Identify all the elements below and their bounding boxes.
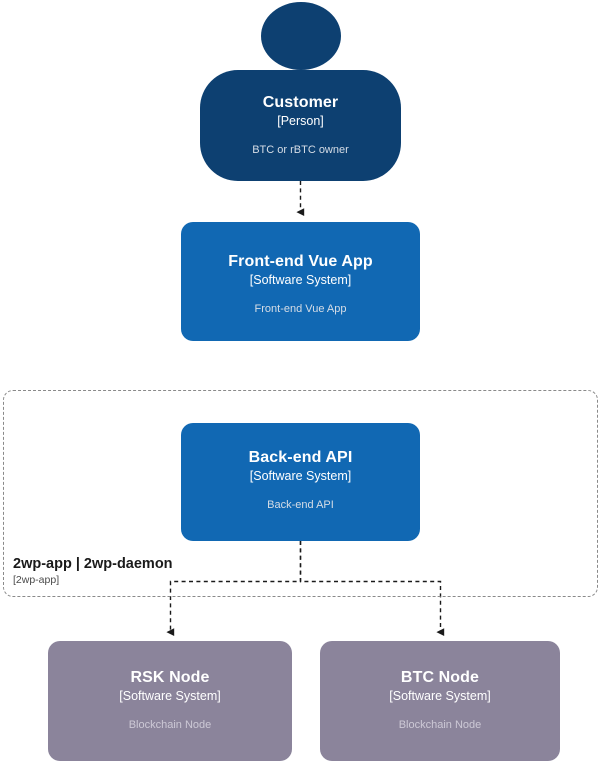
rsk-node-description: Blockchain Node [128,719,212,731]
btc-node-description: Blockchain Node [398,719,482,731]
customer-subtitle: [Person] [277,114,324,128]
backend-subtitle: [Software System] [249,469,352,483]
boundary-label: 2wp-app | 2wp-daemon [2wp-app] [13,555,173,587]
rsk-node-subtitle: [Software System] [119,689,221,703]
boundary-name: 2wp-app | 2wp-daemon [13,556,173,572]
backend-description: Back-end API [267,499,334,511]
boundary-type: [2wp-app] [13,574,60,586]
node-btc-node[interactable]: BTC Node [Software System] Blockchain No… [320,641,560,761]
customer-title: Customer [262,94,339,111]
person-head-icon [261,2,341,70]
btc-node-subtitle: [Software System] [389,689,491,703]
boundary-2wp-app [3,390,598,597]
node-backend-api[interactable]: Back-end API [Software System] Back-end … [181,423,420,541]
customer-body: Customer [Person] BTC or rBTC owner [200,70,401,181]
frontend-subtitle: [Software System] [249,273,352,287]
frontend-title: Front-end Vue App [228,253,373,270]
rsk-node-title: RSK Node [130,669,210,686]
btc-node-title: BTC Node [400,669,480,686]
backend-title: Back-end API [248,449,353,466]
node-rsk-node[interactable]: RSK Node [Software System] Blockchain No… [48,641,292,761]
customer-description: BTC or rBTC owner [252,144,349,156]
node-frontend-vue-app[interactable]: Front-end Vue App [Software System] Fron… [181,222,420,341]
frontend-description: Front-end Vue App [254,303,347,315]
